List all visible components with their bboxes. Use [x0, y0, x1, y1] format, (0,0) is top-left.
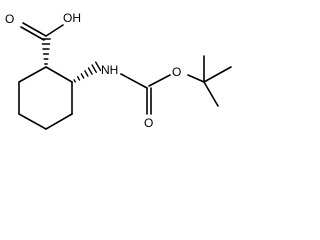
carboxylic-acid-group — [20, 22, 64, 41]
hashed-wedge-bond-amine — [73, 61, 102, 83]
c-o-double-bond — [20, 26, 45, 41]
c-oh-bond — [45, 24, 64, 37]
carbamate-carbonyl-oxygen-label: O — [144, 116, 153, 130]
ring-bond — [45, 113, 73, 130]
ring-bond — [18, 113, 47, 130]
chemical-structure: OH O NH O O — [5, 11, 232, 130]
methyl-bond — [203, 81, 219, 107]
n-c-bond — [120, 73, 148, 89]
carbamate-ester-oxygen-label: O — [172, 65, 181, 79]
hashed-wedge-bond-carboxyl — [41, 38, 51, 65]
carboxyl-hydroxyl-label: OH — [63, 11, 81, 25]
tert-butyl-group — [203, 55, 232, 107]
o-c-tert-bond — [187, 74, 205, 83]
cyclohexane-ring — [18, 66, 73, 130]
c-o-single-bond — [148, 74, 171, 87]
ring-bond — [18, 66, 47, 83]
c-o-double-bond — [22, 22, 47, 37]
ring-bond — [45, 66, 73, 83]
boc-carbamate-group — [120, 73, 205, 115]
carboxyl-carbonyl-oxygen-label: O — [5, 12, 14, 26]
amine-nitrogen-label: NH — [101, 63, 118, 77]
methyl-bond — [203, 66, 232, 83]
